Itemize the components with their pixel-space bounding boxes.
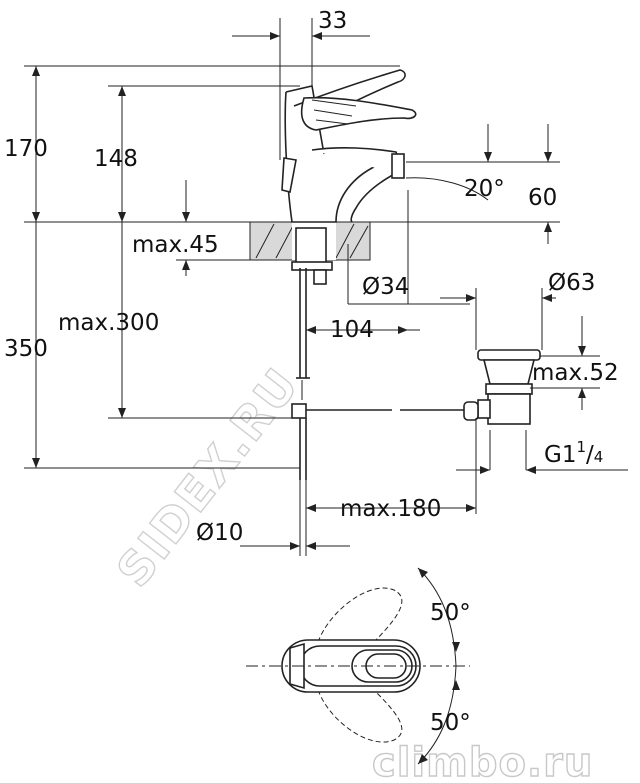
dim-thread: G11/4 xyxy=(544,438,603,468)
watermark-corner: climbo.ru xyxy=(372,740,593,783)
dim-waste-diameter: Ø63 xyxy=(548,270,595,296)
dim-max-hose: max.300 xyxy=(58,310,159,336)
dim-total-height: 350 xyxy=(4,336,48,362)
lever-top-view xyxy=(246,567,470,765)
waste-valve xyxy=(463,349,541,470)
dim-rod-diameter: Ø10 xyxy=(196,520,243,546)
dim-lever-angle: 20° xyxy=(464,176,505,202)
dim-rot-left: 50° xyxy=(430,600,471,626)
dimension-lines xyxy=(24,18,628,556)
dim-max-waste: max.52 xyxy=(532,360,619,386)
dim-lever-rise: 60 xyxy=(528,185,557,211)
dim-max-deck: max.45 xyxy=(132,232,219,258)
dim-height-spout: 148 xyxy=(94,146,138,172)
dimension-labels: 33 170 148 20° 60 max.45 Ø34 max.300 104… xyxy=(4,8,619,736)
watermark-diagonal: SIDEX.RU xyxy=(106,357,310,596)
dim-max-rod: max.180 xyxy=(340,496,441,522)
dim-width-top: 33 xyxy=(318,8,347,34)
dim-rot-right: 50° xyxy=(430,710,471,736)
dim-height-total: 170 xyxy=(4,136,48,162)
dim-projection: 104 xyxy=(330,317,374,343)
dim-hole-diameter: Ø34 xyxy=(362,274,409,300)
